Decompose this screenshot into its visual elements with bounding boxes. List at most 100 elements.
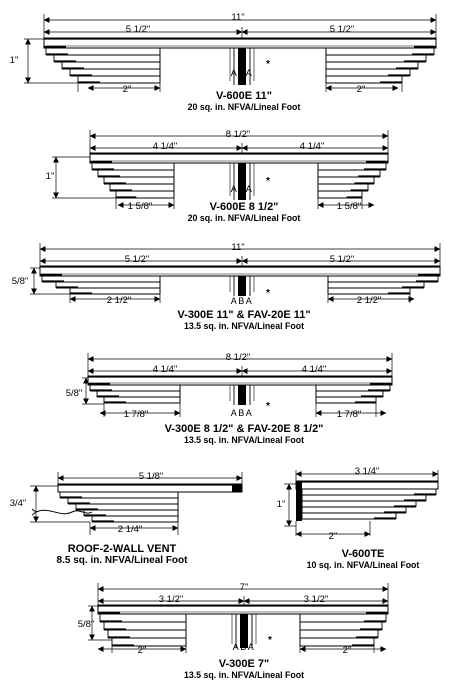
vent-roof-2-wall: 5 1/8" 3/4" 2 1/4" ROOF-2-WALL VENT 8.5 … [10, 471, 188, 566]
right-leg-label: 1 7/8" [337, 409, 362, 420]
flange-lip [88, 382, 110, 385]
left-half-label: 5 1/2" [125, 254, 150, 265]
profile-lip [62, 67, 84, 69]
star-marker: * [266, 401, 270, 412]
flange-lip [40, 273, 62, 276]
profile-lip [78, 81, 100, 83]
height-label: 1" [277, 499, 286, 510]
star-marker: * [266, 59, 270, 70]
profile-lip [396, 67, 418, 69]
left-leg-label: 2 1/2" [107, 295, 132, 306]
end-cap [232, 484, 242, 492]
profile-lip [56, 286, 78, 288]
vent-subtitle: 20 sq. in. NFVA/Lineal Foot [188, 102, 301, 112]
profile-lip [92, 520, 114, 522]
profile-lip [416, 280, 438, 282]
total-width-label: 8 1/2" [226, 352, 251, 363]
right-half-label: 4 1/4" [302, 364, 327, 375]
flange-lip [418, 273, 440, 276]
profile-lip [104, 182, 126, 184]
profile-lip [364, 620, 386, 622]
vent-subtitle: 20 sq. in. NFVA/Lineal Foot [188, 213, 301, 223]
profile-lip [404, 60, 426, 62]
vent-v300e-8-5: 8 1/2" 4 1/4" 4 1/4" 5/8" 1 7/8" 1 7/8" … [66, 352, 362, 445]
profile-lip [346, 196, 362, 198]
height-label: 5/8" [66, 388, 83, 399]
profile-lip [46, 53, 68, 55]
profile-lip [412, 53, 434, 55]
profile-lip [90, 389, 112, 391]
profile-lip [84, 514, 106, 516]
profile-lip [388, 292, 410, 294]
profile-lip [97, 395, 119, 397]
total-width-label: 8 1/2" [226, 129, 251, 140]
profile-lip [100, 620, 122, 622]
vent-profiles-layer [24, 14, 441, 653]
center-post [238, 48, 246, 85]
vent-v600te: 3 1/4" 1" 2" V-600TE 10 sq. in. NFVA/Lin… [277, 466, 420, 570]
vent-subtitle: 8.5 sq. in. NFVA/Lineal Foot [57, 555, 189, 566]
profile-lip [70, 292, 92, 294]
profile-lip [76, 508, 98, 510]
vent-v300e-11: 11" 5 1/2" 5 1/2" 5/8" 2 1/2" 2 1/2" ABA… [12, 242, 382, 331]
height-label: 3/4" [10, 498, 27, 509]
vent-title: ROOF-2-WALL VENT [68, 543, 177, 555]
leg-label: 2" [329, 531, 338, 542]
profile-lip [352, 644, 374, 646]
star-marker: * [266, 288, 270, 299]
flange-lip [98, 611, 120, 614]
flange-lip [366, 160, 388, 163]
top-plate-edge [58, 484, 242, 486]
left-half-label: 5 1/2" [126, 24, 151, 35]
top-plate-edge [296, 481, 438, 483]
profile-lip [54, 60, 76, 62]
height-label: 5/8" [12, 276, 29, 287]
profile-lip [361, 395, 383, 397]
vent-title: V-300E 7" [219, 658, 269, 670]
star-marker: * [266, 176, 270, 187]
profile-lip [350, 189, 368, 191]
profile-lip [92, 168, 114, 170]
left-leg-label: 2" [138, 645, 147, 656]
cord-end [31, 508, 37, 516]
profile-lip [104, 628, 126, 630]
vent-v600e-11: 11" 5 1/2" 5 1/2" 1" 2" 2" ABA * V-600E … [10, 12, 366, 112]
right-leg-label: 1 5/8" [337, 201, 362, 212]
center-post [238, 385, 246, 405]
profile-lip [108, 636, 130, 638]
top-plate-edge [90, 153, 388, 155]
profile-lip [358, 175, 380, 177]
profile-lip [104, 401, 126, 403]
star-marker: * [268, 635, 272, 646]
profile-lip [414, 493, 436, 495]
profile-lip [110, 189, 132, 191]
profile-lip [60, 496, 82, 498]
total-width-label: 3 1/4" [355, 466, 380, 477]
top-plate-edge [98, 605, 388, 607]
height-label: 1" [10, 55, 19, 66]
vent-subtitle: 10 sq. in. NFVA/Lineal Foot [307, 560, 420, 570]
profile-lip [364, 168, 386, 170]
top-plate-edge [40, 266, 440, 268]
vent-subtitle: 13.5 sq. in. NFVA/Lineal Foot [184, 321, 304, 331]
vent-v600e-8-5: 8 1/2" 4 1/4" 4 1/4" 1" 1 5/8" 1 5/8" AB… [46, 129, 362, 223]
flange-lip [44, 45, 66, 48]
profile-lip [404, 499, 426, 501]
marker-label: ABA [231, 408, 254, 418]
top-plate-edge [88, 376, 392, 378]
left-leg-label: 1 7/8" [124, 409, 149, 420]
profile-lip [402, 286, 424, 288]
vent-title: V-300E 11" & FAV-20E 11" [177, 309, 310, 321]
flange-lip [90, 160, 112, 163]
profile-lip [70, 74, 92, 76]
right-half-label: 5 1/2" [330, 24, 355, 35]
marker-label: ABA [231, 68, 254, 78]
flange-lip [414, 45, 436, 48]
profile-lip [116, 196, 137, 198]
vent-title: V-300E 8 1/2" & FAV-20E 8 1/2" [165, 423, 324, 435]
center-post [240, 614, 248, 648]
leg-label: 2 1/4" [118, 524, 143, 535]
end-wall [296, 481, 302, 521]
profile-lip [384, 511, 406, 513]
height-label: 5/8" [78, 619, 95, 630]
